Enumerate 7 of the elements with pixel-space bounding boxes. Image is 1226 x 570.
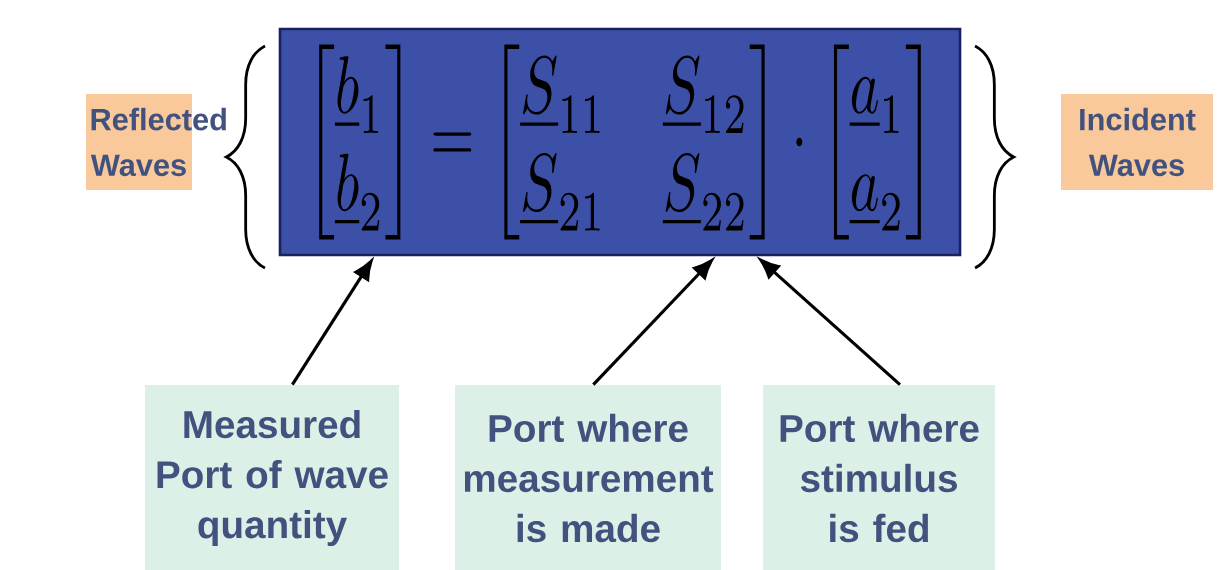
annotation-box: Port where measurement is made xyxy=(455,385,722,570)
label-box: Incident Waves xyxy=(1061,94,1214,190)
annotation-box: Measured Port of wave quantity xyxy=(145,385,399,570)
equation-box: $\begin{bmatrix}\underline{b}_1\\ \underline{b}_2\end{bmatrix}=\begin{bmatrix}\underline{S}_{11} & \underline{S}_{12}\\ \underline{S}_{21} & \underline{S}_{22}\end{bmatrix}\cdot\begin{bmatrix}\underline{a}_1\\ \underline{a}_2\end{bmatrix}$ xyxy=(278,27,962,257)
arrow xyxy=(759,258,901,386)
label-box: Reflected Waves xyxy=(86,94,226,190)
annotation-box: Port where stimulus is fed xyxy=(763,385,996,570)
